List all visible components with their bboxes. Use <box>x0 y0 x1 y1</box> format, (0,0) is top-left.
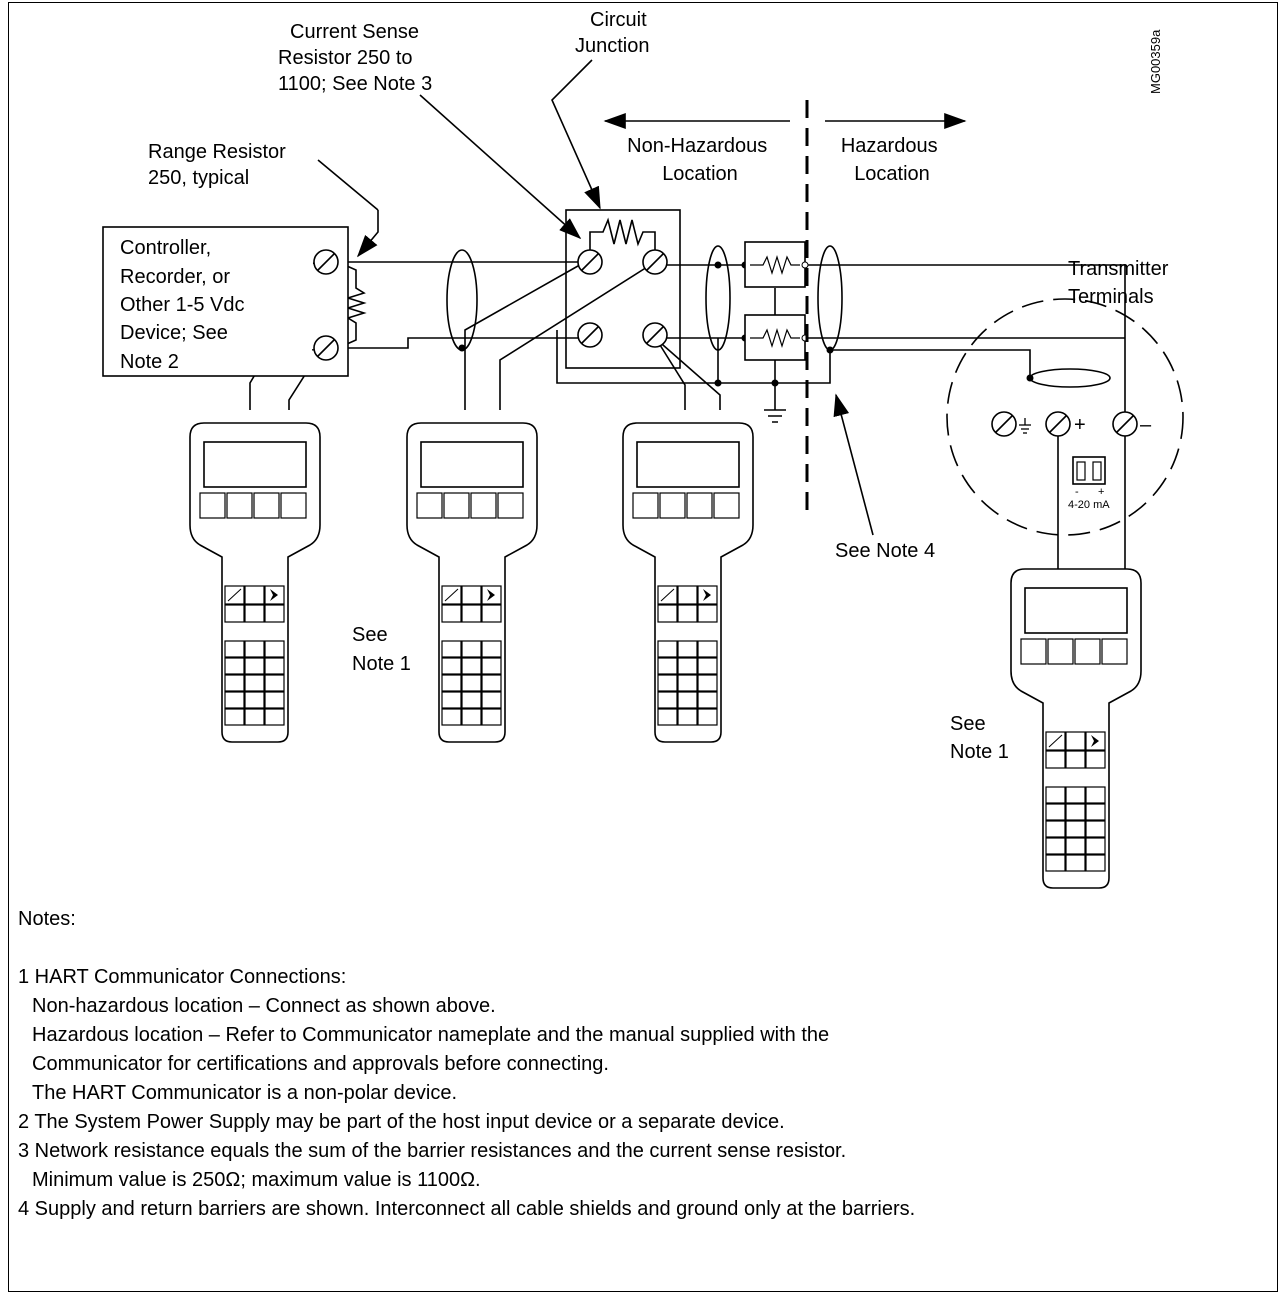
communicator-2 <box>406 422 538 743</box>
circuit-junction-box <box>565 209 681 369</box>
hazardous-label: Hazardous Location <box>841 135 943 185</box>
notes-section: Notes: 1 HART Communicator Connections: … <box>18 905 1258 1224</box>
transmitter-plus-label: + <box>1074 414 1086 436</box>
non-hazardous-label: Non-Hazardous Location <box>627 135 773 185</box>
current-sense-label: Current Sense Resistor 250 to 1100; See … <box>278 21 432 95</box>
note-line: Non-hazardous location – Connect as show… <box>32 995 496 1017</box>
transmitter-terminals-label: Transmitter Terminals <box>1068 258 1174 308</box>
see-note4-label: See Note 4 <box>835 540 935 562</box>
ma-plus-label: + <box>1098 486 1104 498</box>
note-line: The HART Communicator is a non-polar dev… <box>32 1082 457 1104</box>
communicator-3 <box>622 422 754 743</box>
communicator-4 <box>1010 568 1142 889</box>
note-line: 2 The System Power Supply may be part of… <box>18 1111 785 1133</box>
note-line: Hazardous location – Refer to Communicat… <box>32 1024 830 1046</box>
transmitter-minus-label: – <box>1140 414 1152 436</box>
ma-label: 4-20 mA <box>1068 499 1110 511</box>
ma-minus-label: - <box>1075 486 1079 498</box>
controller-box <box>102 226 349 377</box>
circuit-junction-label: Circuit Junction <box>575 9 652 57</box>
note-line: 4 Supply and return barriers are shown. … <box>18 1198 916 1220</box>
note-line: Minimum value is 250Ω; maximum value is … <box>32 1169 481 1191</box>
range-resistor-label: Range Resistor 250, typical <box>148 141 291 189</box>
see-note1-label-b: See Note 1 <box>950 713 1009 763</box>
wiring-diagram: + – + – - + 4-20 mA <box>102 9 1184 889</box>
controller-label: Controller, Recorder, or Other 1-5 Vdc D… <box>120 237 250 373</box>
see-note1-label-a: See Note 1 <box>352 624 411 675</box>
note-line: Communicator for certifications and appr… <box>32 1053 609 1075</box>
notes-heading: Notes: <box>18 908 76 930</box>
note-line: 3 Network resistance equals the sum of t… <box>18 1140 847 1162</box>
communicator-1 <box>189 422 321 743</box>
note-line: 1 HART Communicator Connections: <box>18 966 347 988</box>
transmitter-housing <box>946 298 1184 536</box>
figure-id-label: MG00359a <box>1148 29 1163 94</box>
